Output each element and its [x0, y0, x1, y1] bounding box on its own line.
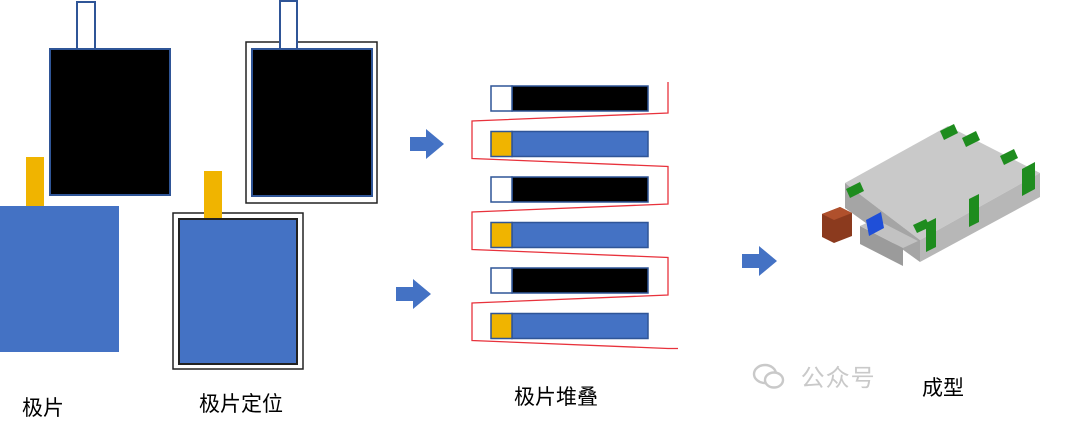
cathode-tab	[490, 176, 513, 203]
cathode-tab	[279, 0, 298, 50]
formed-battery-cell	[822, 124, 1040, 266]
cathode-tab	[76, 1, 96, 51]
step-label-forming: 成型	[922, 376, 964, 400]
cell-side-face	[920, 173, 1040, 262]
cell-top-face	[845, 126, 1040, 240]
arrow-icon	[742, 246, 777, 276]
cathode-layer	[511, 85, 649, 112]
separator-zigzag	[471, 82, 678, 350]
anode-tab	[490, 221, 513, 249]
cell-terminal-top	[822, 207, 852, 220]
anode-tab	[490, 130, 513, 158]
arrow-icon	[410, 129, 444, 159]
watermark-text: 公众号	[800, 364, 876, 392]
cathode-tab	[490, 267, 513, 294]
cell-ledge	[860, 226, 903, 266]
watermark: 公众号	[752, 358, 1072, 402]
step-label-electrode: 极片	[22, 396, 64, 420]
anode-tab	[26, 157, 44, 207]
cell-marker	[866, 212, 884, 236]
anode-sheet	[0, 206, 119, 352]
wechat-icon	[752, 363, 785, 389]
cathode-tab	[490, 85, 513, 112]
arrow-icon	[396, 279, 431, 309]
anode-layer	[511, 221, 649, 249]
cathode-sheet	[49, 48, 171, 196]
cathode-layer	[511, 176, 649, 203]
raw-electrodes	[0, 1, 171, 352]
cathode-sheet	[251, 48, 373, 197]
positioned-electrodes	[172, 0, 378, 370]
step-label-positioning: 极片定位	[199, 392, 283, 416]
cell-tape-strips	[846, 124, 1035, 252]
anode-layer	[511, 312, 649, 340]
anode-tab	[204, 171, 222, 219]
anode-layer	[511, 130, 649, 158]
electrode-stack	[471, 82, 678, 350]
anode-sheet	[178, 218, 298, 365]
cathode-layer	[511, 267, 649, 294]
anode-tab	[490, 312, 513, 340]
step-label-stacking: 极片堆叠	[514, 385, 598, 409]
